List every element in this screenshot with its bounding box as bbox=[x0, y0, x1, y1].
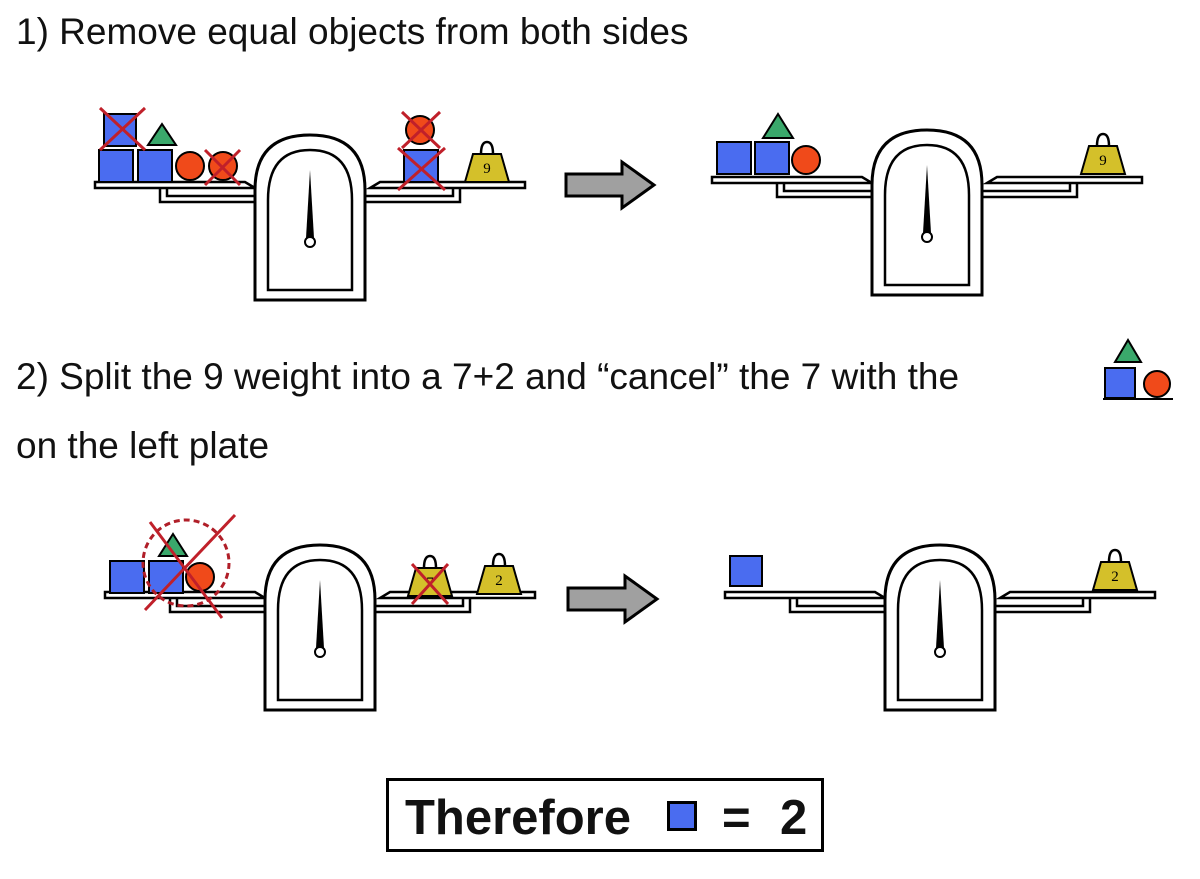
orange-ball bbox=[791, 145, 821, 175]
cross-mark bbox=[98, 106, 242, 187]
right-arrow bbox=[564, 159, 657, 211]
equals-sign: = bbox=[722, 791, 751, 845]
blue-cube bbox=[754, 141, 790, 175]
scale-1-right-items: 9 bbox=[716, 112, 1127, 176]
blue-cube-icon bbox=[667, 801, 697, 831]
cancel-circle bbox=[141, 518, 231, 608]
blue-cube bbox=[729, 555, 763, 587]
step-2-text-line-2: on the left plate bbox=[16, 425, 270, 466]
result-word: Therefore bbox=[405, 791, 632, 845]
blue-cube bbox=[109, 560, 145, 594]
green-triangle bbox=[761, 112, 795, 139]
cube-triangle-ball-icon bbox=[1103, 338, 1173, 400]
weight-label-9: 9 bbox=[1099, 153, 1107, 169]
scale-2-right bbox=[723, 543, 1157, 712]
result-box: Therefore = 2 bbox=[386, 778, 824, 852]
right-arrow bbox=[566, 573, 660, 625]
scale-2-right-items: 2 bbox=[729, 548, 1139, 592]
green-triangle bbox=[146, 122, 178, 146]
weight-2: 2 bbox=[475, 552, 523, 596]
weight-9: 9 bbox=[1079, 132, 1127, 176]
weight-label-2: 2 bbox=[495, 573, 503, 589]
blue-cube bbox=[403, 149, 439, 183]
blue-cube bbox=[98, 149, 134, 183]
weight-label-9: 9 bbox=[483, 161, 491, 177]
cross-mark bbox=[143, 513, 237, 619]
blue-cube bbox=[716, 141, 752, 175]
scale-1-left-items: 9 bbox=[98, 106, 511, 192]
cross-mark bbox=[410, 562, 450, 606]
blue-cube bbox=[137, 149, 173, 183]
weight-9: 9 bbox=[463, 140, 511, 184]
weight-label-2: 2 bbox=[1111, 569, 1119, 585]
weight-7: 7 bbox=[406, 554, 454, 598]
weight-2: 2 bbox=[1091, 548, 1139, 592]
cross-mark bbox=[397, 110, 446, 192]
step-2-text-line-1: 2) Split the 9 weight into a 7+2 and “ca… bbox=[16, 356, 960, 397]
scale-2-left-items: 7 2 bbox=[109, 513, 523, 619]
step-1-text: 1) Remove equal objects from both sides bbox=[16, 11, 689, 52]
result-value: 2 bbox=[780, 791, 808, 845]
orange-ball bbox=[175, 151, 205, 181]
